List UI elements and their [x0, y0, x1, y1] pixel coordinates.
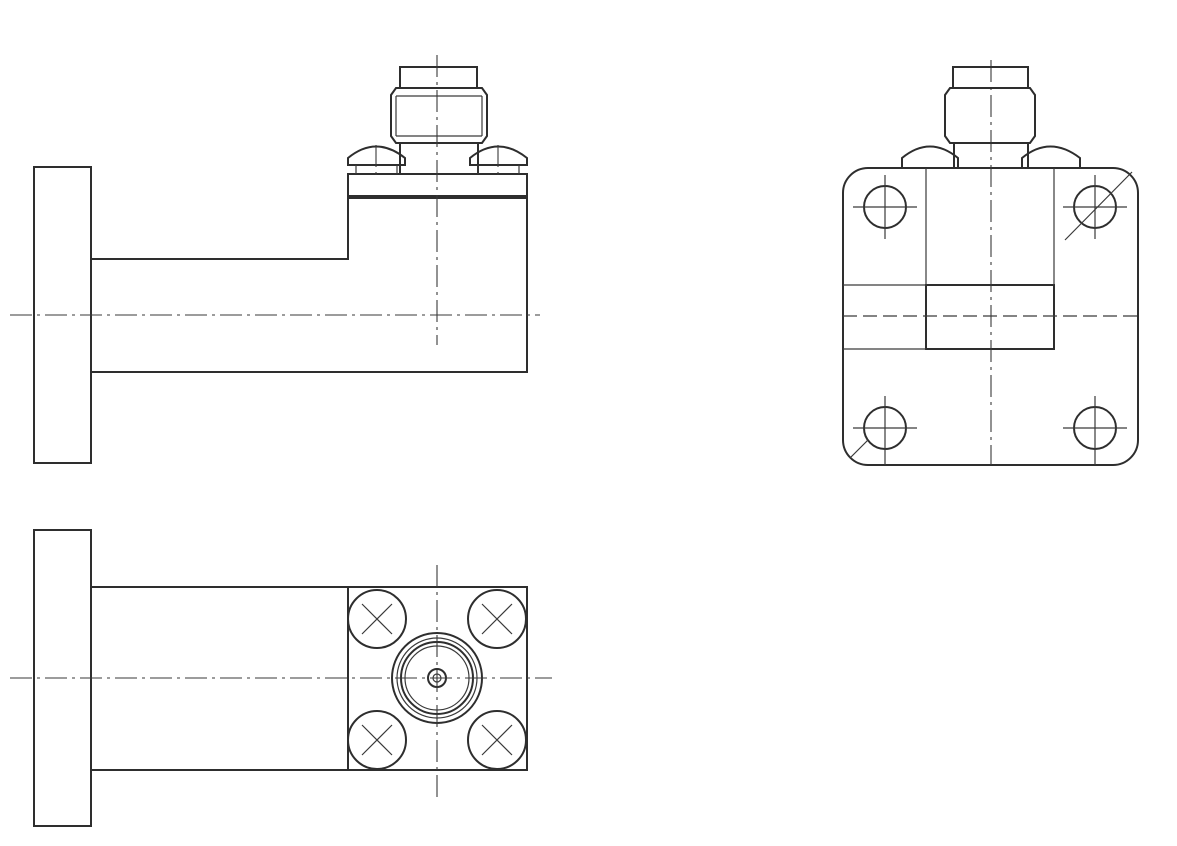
waveguide-aperture	[925, 284, 1055, 350]
side-view	[842, 60, 1140, 466]
screw-head-left	[901, 145, 959, 168]
front-view	[10, 55, 540, 464]
connector-nut	[390, 87, 488, 144]
screw-head-right	[469, 145, 528, 166]
waveguide-body	[91, 195, 528, 373]
connector-neck	[399, 143, 479, 174]
dimension-line	[1064, 171, 1133, 241]
waveguide-body	[91, 586, 348, 771]
screws	[347, 589, 527, 770]
screw-head-right	[1021, 145, 1081, 168]
bolt-holes	[853, 175, 1127, 465]
top-view	[10, 529, 552, 827]
connector-nut	[944, 87, 1036, 144]
screw-head-left	[347, 145, 406, 166]
connector-cap	[399, 66, 478, 89]
